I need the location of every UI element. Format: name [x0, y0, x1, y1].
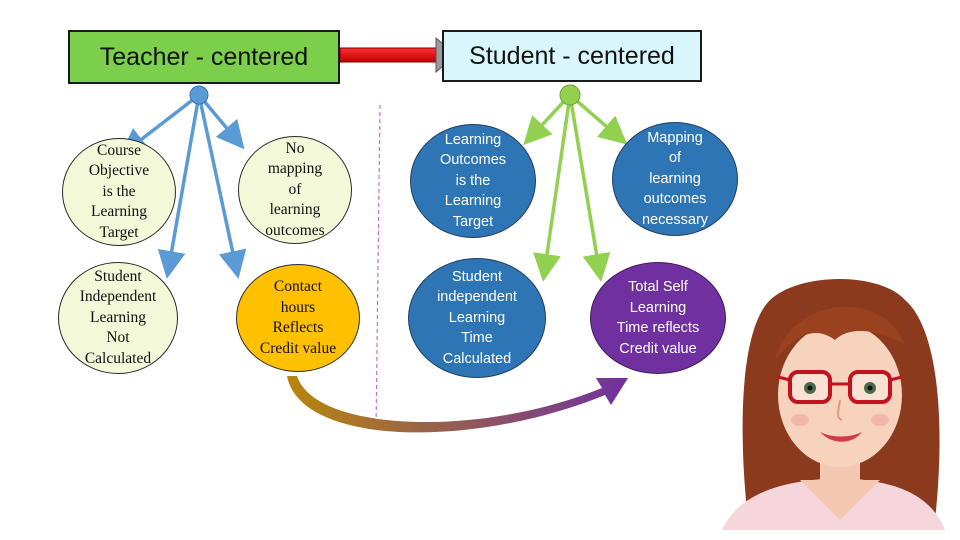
student-centered-title: Student - centered: [469, 41, 675, 70]
student-connectors: [523, 93, 628, 282]
course-objective-node: Course Objective is the Learning Target: [62, 138, 176, 246]
student-centered-box: Student - centered: [442, 30, 702, 82]
student-independent-not-calculated-node: Student Independent Learning Not Calcula…: [58, 262, 178, 374]
teacher-hub: [189, 85, 209, 105]
student-hub: [559, 84, 581, 106]
no-mapping-node: No mapping of learning outcomes: [238, 136, 352, 244]
mapping-necessary-node: Mapping of learning outcomes necessary: [612, 122, 738, 236]
learning-outcomes-node: Learning Outcomes is the Learning Target: [410, 124, 536, 238]
divider-line: [375, 104, 381, 431]
student-independent-calculated-node: Student independent Learning Time Calcul…: [408, 258, 546, 378]
total-self-learning-node: Total Self Learning Time reflects Credit…: [590, 262, 726, 374]
teacher-avatar-illustration: [722, 279, 945, 530]
teacher-centered-title: Teacher - centered: [99, 42, 309, 71]
curved-arrow: [287, 376, 628, 433]
teacher-centered-box: Teacher - centered: [68, 30, 340, 84]
contact-hours-node: Contact hours Reflects Credit value: [236, 264, 360, 372]
transition-arrow: [339, 36, 457, 74]
